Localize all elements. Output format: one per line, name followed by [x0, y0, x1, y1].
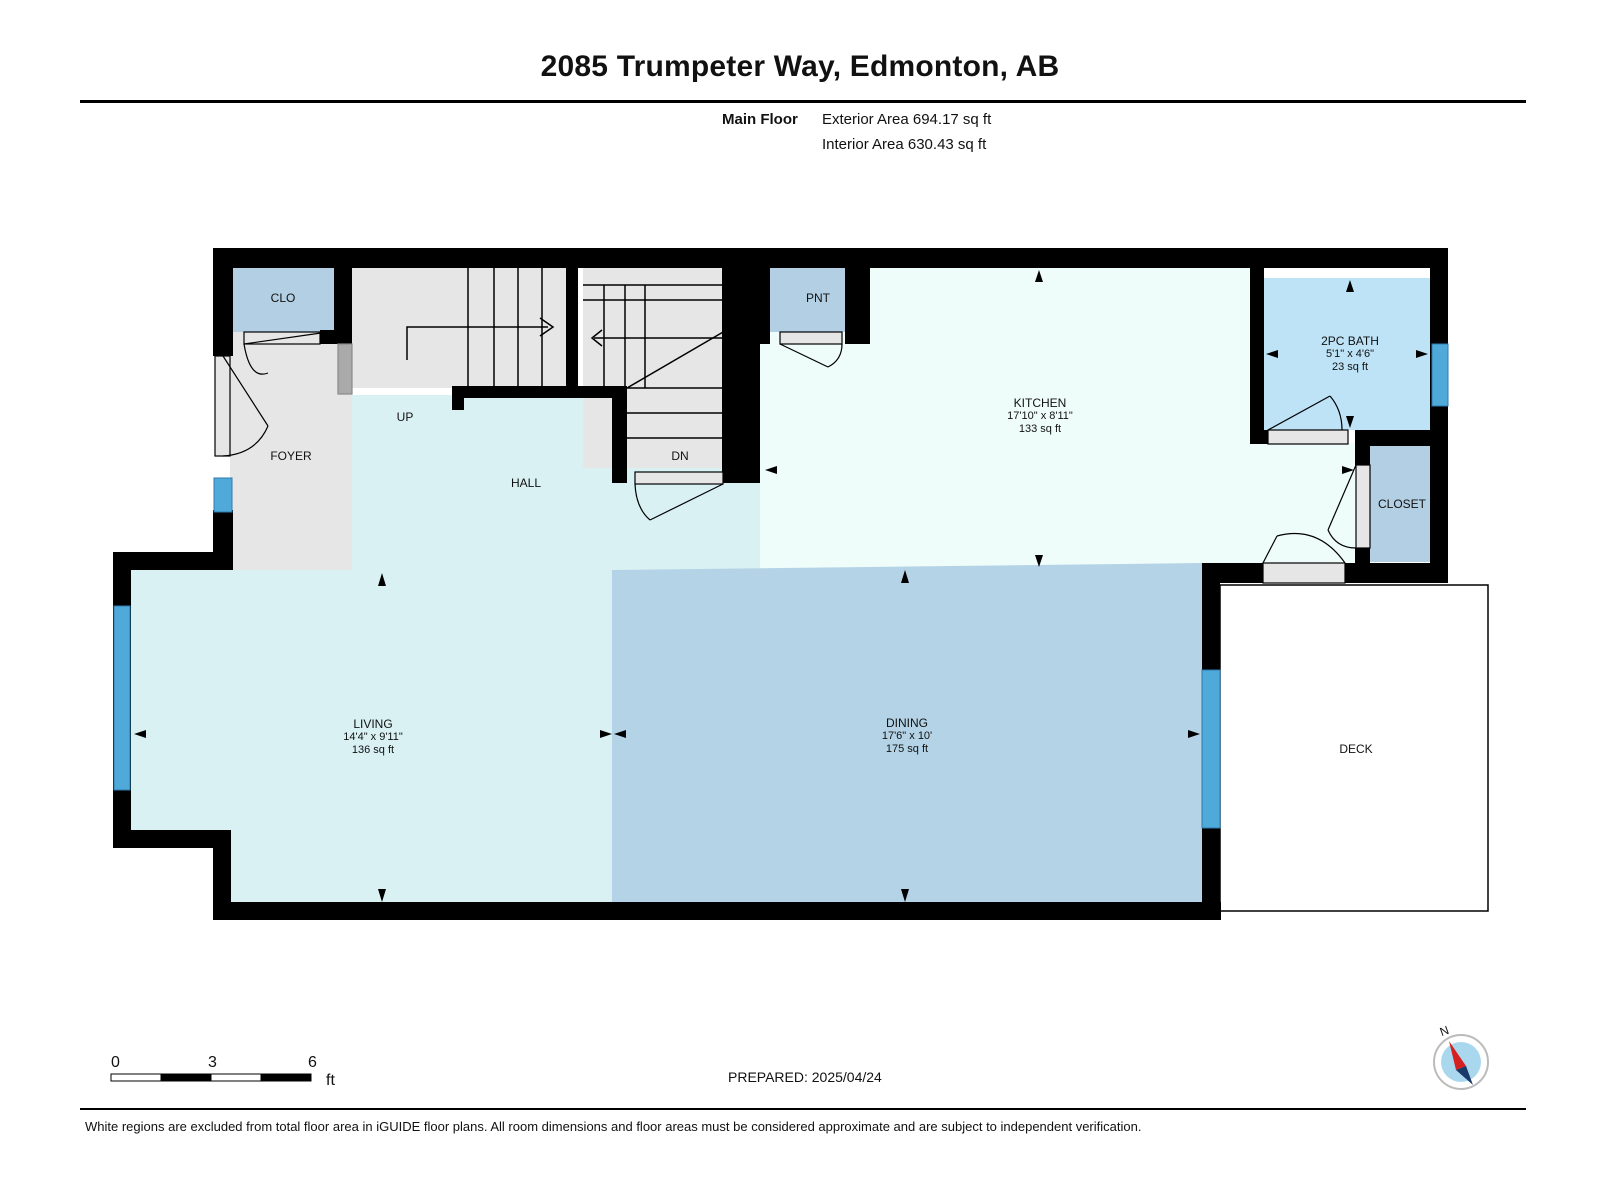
doors	[214, 331, 1371, 584]
kitchen-dims: 17'10" x 8'11"	[1007, 410, 1073, 422]
bath-dims: 5'1" x 4'6"	[1325, 348, 1375, 360]
dimension-arrows	[134, 270, 1428, 902]
room-closet: CLOSET	[1377, 497, 1427, 511]
scale-tick-6: 6	[308, 1054, 317, 1071]
foyer-fill	[230, 330, 352, 570]
room-living: LIVING 14'4" x 9'11" 136 sq ft	[343, 717, 403, 757]
plan-title: 2085 Trumpeter Way, Edmonton, AB	[540, 50, 1060, 83]
kitchen-fill	[760, 268, 1355, 570]
dining-area: 175 sq ft	[885, 743, 929, 755]
stairs-up	[406, 268, 555, 388]
prepared-date: 2025/04/24	[811, 1069, 882, 1085]
disclaimer: White regions are excluded from total fl…	[85, 1119, 1142, 1134]
kitchen-area: 133 sq ft	[1018, 423, 1062, 435]
compass-icon	[1433, 1034, 1489, 1090]
clo-fill	[232, 268, 334, 332]
room-foyer: FOYER	[270, 449, 312, 463]
stairs-down-label: DN	[671, 449, 689, 463]
exterior-area: Exterior Area 694.17 sq ft	[822, 111, 992, 128]
room-hall: HALL	[510, 476, 542, 490]
room-pnt: PNT	[806, 291, 830, 305]
room-deck: DECK	[1339, 742, 1373, 756]
room-clo: CLO	[270, 291, 296, 305]
footer-rule	[80, 1108, 1526, 1110]
living-area: 136 sq ft	[351, 744, 395, 756]
dining-dims: 17'6" x 10'	[881, 730, 933, 742]
bath-area: 23 sq ft	[1331, 361, 1369, 373]
prepared-date-line: PREPARED: 2025/04/24	[728, 1069, 882, 1085]
room-dining: DINING 17'6" x 10' 175 sq ft	[881, 716, 933, 756]
bath-fill	[1263, 278, 1433, 430]
room-2pc-bath: 2PC BATH 5'1" x 4'6" 23 sq ft	[1321, 334, 1379, 374]
stair-up-fill	[352, 268, 572, 388]
floor-name: Main Floor	[722, 111, 798, 128]
scale-unit: ft	[326, 1072, 335, 1089]
scale-bar	[110, 1073, 312, 1082]
stairs-down	[583, 284, 731, 439]
stairs-up-label: UP	[396, 410, 414, 424]
room-kitchen: KITCHEN 17'10" x 8'11" 133 sq ft	[1007, 396, 1073, 436]
prepared-label: PREPARED:	[728, 1069, 808, 1085]
header-rule	[80, 100, 1526, 103]
scale-tick-3: 3	[208, 1054, 217, 1071]
stair-dn-fill	[583, 268, 730, 468]
living-dims: 14'4" x 9'11"	[343, 731, 403, 743]
scale-tick-0: 0	[111, 1054, 120, 1071]
dining-fill	[612, 563, 1202, 905]
windows	[113, 343, 1449, 829]
closet-fill	[1370, 445, 1433, 562]
interior-area: Interior Area 630.43 sq ft	[822, 136, 987, 153]
deck-fill	[1219, 584, 1489, 912]
